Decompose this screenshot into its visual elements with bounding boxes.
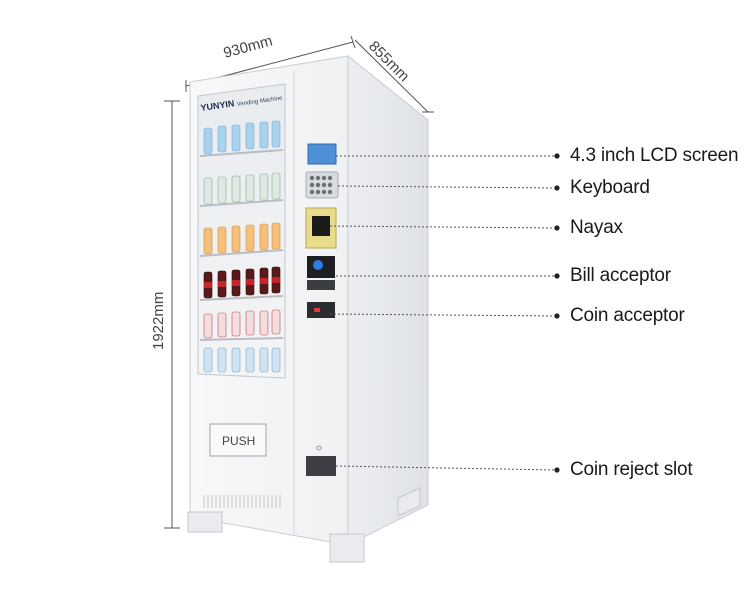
callout-nayax: Nayax	[570, 217, 623, 238]
glass-window	[197, 83, 286, 379]
callout-lcd-screen: 4.3 inch LCD screen	[570, 145, 739, 166]
callout-keyboard: Keyboard	[570, 177, 650, 198]
callout-coin-reject-slot: Coin reject slot	[570, 459, 693, 480]
machine-side-panel	[347, 54, 429, 546]
callout-bill-acceptor: Bill acceptor	[570, 265, 671, 286]
keypad	[305, 171, 339, 199]
lcd-screen	[307, 143, 337, 165]
callout-leaders	[329, 155, 557, 471]
vending-machine: YUNYIN Vending Machine PUSH	[187, 54, 429, 563]
bill-acceptor	[307, 256, 335, 290]
brand-name: YUNYIN	[200, 98, 235, 113]
coin-reject-slot	[306, 445, 336, 476]
coin-acceptor	[307, 302, 335, 318]
nayax-reader	[305, 207, 337, 249]
product-shelves	[199, 149, 284, 341]
callout-coin-acceptor: Coin acceptor	[570, 305, 685, 326]
machine-legs	[187, 487, 421, 563]
product-bottles	[203, 120, 281, 373]
width-dimension-label: 930mm	[222, 32, 275, 61]
callout-dots	[554, 153, 560, 473]
push-label: PUSH	[222, 434, 255, 448]
push-door	[209, 423, 267, 457]
bottom-vent	[203, 495, 281, 508]
height-dimension-label: 1922mm	[150, 292, 167, 350]
